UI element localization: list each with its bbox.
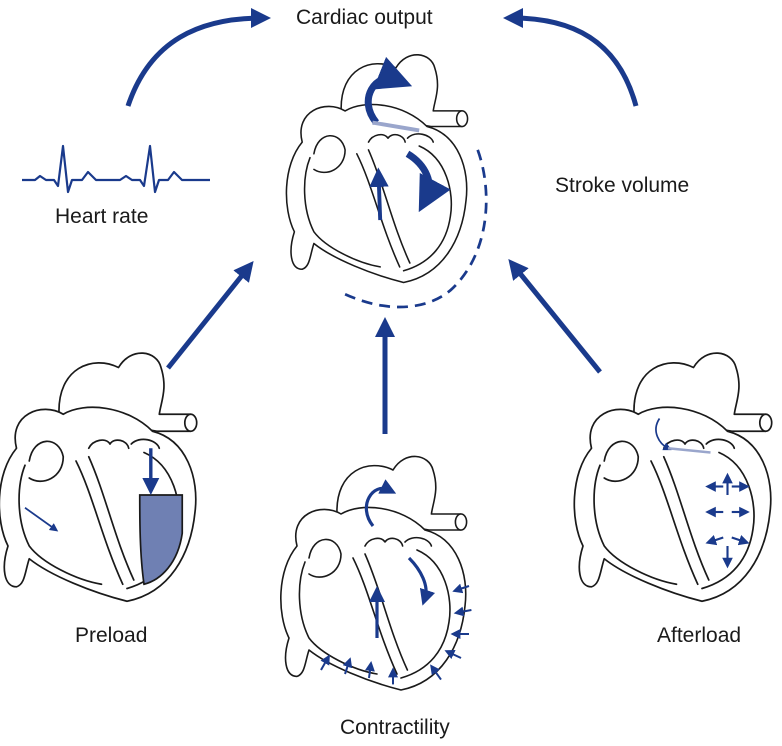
heart-rate-label: Heart rate bbox=[55, 205, 149, 228]
contractility-label: Contractility bbox=[340, 716, 450, 739]
center-heart-icon bbox=[285, 54, 488, 309]
ecg-trace-icon bbox=[22, 144, 210, 194]
cardiac-output-label: Cardiac output bbox=[296, 6, 433, 29]
afterload-label: Afterload bbox=[657, 624, 742, 647]
arrow-preload-to-stroke-volume bbox=[166, 260, 254, 370]
preload-label: Preload bbox=[75, 624, 148, 647]
afterload-heart-icon bbox=[573, 352, 773, 603]
preload-heart-icon bbox=[0, 352, 198, 603]
arrow-afterload-to-stroke-volume bbox=[508, 259, 602, 374]
contractility-heart-icon bbox=[280, 455, 472, 691]
stroke-volume-label: Stroke volume bbox=[555, 174, 690, 197]
arrow-heart-rate-to-cardiac-output bbox=[125, 8, 271, 107]
arrow-stroke-volume-to-cardiac-output bbox=[503, 8, 639, 107]
